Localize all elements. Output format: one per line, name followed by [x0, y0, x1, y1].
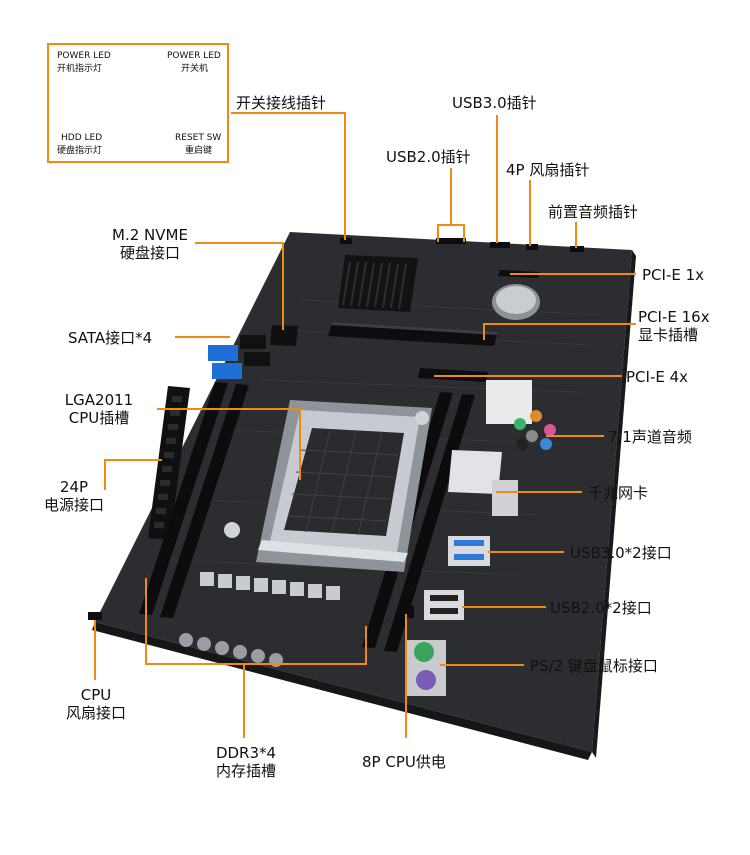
leader-pcie-16x — [483, 323, 636, 340]
label-front-panel: 开关接线插针 — [236, 94, 327, 112]
sata-ports — [208, 335, 270, 379]
lan-port — [448, 450, 518, 516]
label-power24: 24P 电源接口 — [22, 478, 126, 514]
label-pcie-4x: PCI-E 4x — [626, 368, 689, 386]
inset-reset-sw: RESET SW — [175, 133, 222, 143]
leader-lga — [157, 408, 301, 480]
motherboard-edge — [92, 622, 592, 760]
label-m2: M.2 NVME 硬盘接口 — [104, 226, 196, 262]
usb3-ports — [448, 536, 490, 566]
pcie-16x-slot — [328, 322, 498, 346]
label-usb3-header: USB3.0插针 — [452, 94, 537, 112]
label-m2-line1: M.2 NVME — [112, 226, 188, 244]
motherboard-right-edge — [592, 250, 636, 758]
label-lan: 千兆网卡 — [588, 484, 649, 502]
label-m2-line2: 硬盘接口 — [119, 244, 180, 262]
label-sata: SATA接口*4 — [68, 329, 153, 347]
label-ps2: PS/2 键盘鼠标接口 — [530, 657, 658, 675]
inset-power-sw: POWER LED — [167, 51, 221, 61]
label-usb2-ports: USB2.0*2接口 — [550, 599, 652, 617]
label-power24-line1: 24P — [59, 478, 89, 496]
ddr3-slots-left — [139, 382, 249, 618]
top-headers — [340, 238, 584, 252]
chipset-heatsink — [338, 255, 418, 312]
label-ddr3-line1: DDR3*4 — [215, 744, 277, 762]
label-lga-line2: CPU插槽 — [68, 409, 130, 427]
leader-power24 — [104, 459, 162, 490]
label-pcie-16x: PCI-E 16x 显卡插槽 — [638, 308, 710, 344]
cmos-battery — [492, 284, 540, 320]
label-pcie-16x-line1: PCI-E 16x — [638, 308, 710, 326]
inset-power-led-cn: 开机指示灯 — [57, 64, 103, 74]
cpu-8p-connector — [398, 606, 414, 618]
label-ddr3: DDR3*4 内存插槽 — [196, 744, 296, 780]
label-pcie-1x: PCI-E 1x — [642, 266, 705, 284]
label-lga: LGA2011 CPU插槽 — [44, 391, 154, 427]
inset-power-sw-cn: 开关机 — [181, 64, 209, 74]
usb2-ports — [424, 590, 464, 620]
leader-m2 — [195, 242, 284, 330]
label-pcie-16x-line2: 显卡插槽 — [638, 326, 699, 344]
label-cpu-fan-line1: CPU — [80, 686, 112, 704]
label-usb2-header: USB2.0插针 — [386, 148, 471, 166]
cpu-fan-header — [88, 612, 102, 620]
leader-usb2-header-b — [451, 224, 465, 242]
label-power24-line2: 电源接口 — [43, 496, 104, 514]
ps2-port — [406, 640, 446, 696]
label-ddr3-line2: 内存插槽 — [215, 762, 276, 780]
leader-usb2-header — [437, 168, 452, 242]
leader-ddr3-frame — [145, 578, 367, 665]
inset-reset-sw-cn: 重启键 — [185, 146, 213, 156]
label-audio-71: 7.1声道音频 — [608, 428, 692, 446]
label-front-audio: 前置音频插针 — [548, 203, 639, 221]
front-panel-legend: POWER LED 开机指示灯 POWER LED 开关机 HDD LED 硬盘… — [47, 43, 229, 163]
label-cpu-fan-line2: 风扇接口 — [65, 704, 126, 722]
audio-jacks — [486, 380, 556, 450]
label-usb3-ports: USB3.0*2接口 — [570, 544, 672, 562]
inset-power-led: POWER LED — [57, 51, 111, 61]
label-lga-line1: LGA2011 — [64, 391, 134, 409]
atx-24p-connector — [148, 386, 190, 540]
label-cpu-8p: 8P CPU供电 — [362, 753, 446, 771]
leader-front-panel — [231, 112, 346, 240]
inset-hdd-led: HDD LED — [61, 133, 103, 143]
vrm-chokes — [200, 572, 340, 600]
m2-slot — [270, 325, 298, 346]
label-cpu-fan: CPU 风扇接口 — [46, 686, 146, 722]
label-4p-fan: 4P 风扇插针 — [506, 161, 590, 179]
inset-hdd-led-cn: 硬盘指示灯 — [57, 146, 103, 156]
